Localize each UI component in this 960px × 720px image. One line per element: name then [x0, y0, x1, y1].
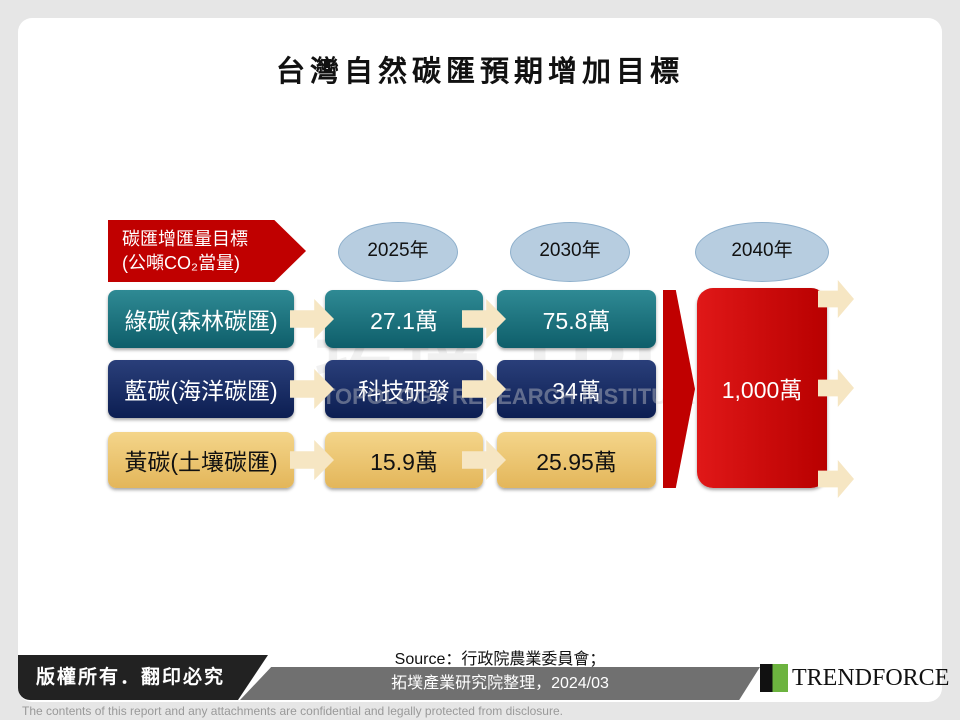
label-line2: (公噸CO₂當量) — [122, 253, 240, 273]
trendforce-logo: TRENDFORCE — [760, 664, 949, 692]
year-2040: 2040年 — [695, 222, 829, 282]
year-2030: 2030年 — [510, 222, 630, 282]
row-blue-2025: 科技研發 — [325, 360, 483, 418]
watermark-sub: TOPOLOGY RESEARCH INSTITUTE — [322, 384, 696, 409]
disclaimer: The contents of this report and any atta… — [22, 704, 563, 718]
row-yellow-name: 黃碳(土壤碳匯) — [108, 432, 294, 488]
row-green-2025: 27.1萬 — [325, 290, 483, 348]
row-yellow-2030: 25.95萬 — [497, 432, 656, 488]
label-line1: 碳匯增匯量目標 — [122, 229, 248, 249]
total-2040: 1,000萬 — [697, 288, 827, 488]
year-2025: 2025年 — [338, 222, 458, 282]
target-label: 碳匯增匯量目標 (公噸CO₂當量) — [108, 220, 306, 282]
row-green-name: 綠碳(森林碳匯) — [108, 290, 294, 348]
source-line1: Source：行政院農業委員會； — [394, 651, 606, 668]
source-line2: 拓墣產業研究院整理，2024/03 — [391, 675, 609, 692]
footer-bar — [240, 667, 760, 700]
logo-mark-icon — [760, 664, 788, 692]
copyright: 版權所有．翻印必究 — [18, 655, 268, 700]
logo-text: TRENDFORCE — [792, 664, 950, 691]
page-title: 台灣自然碳匯預期增加目標 — [275, 54, 684, 88]
row-blue-2030: 34萬 — [497, 360, 656, 418]
row-green-2030: 75.8萬 — [497, 290, 656, 348]
row-yellow-2025: 15.9萬 — [325, 432, 483, 488]
row-blue-name: 藍碳(海洋碳匯) — [108, 360, 294, 418]
